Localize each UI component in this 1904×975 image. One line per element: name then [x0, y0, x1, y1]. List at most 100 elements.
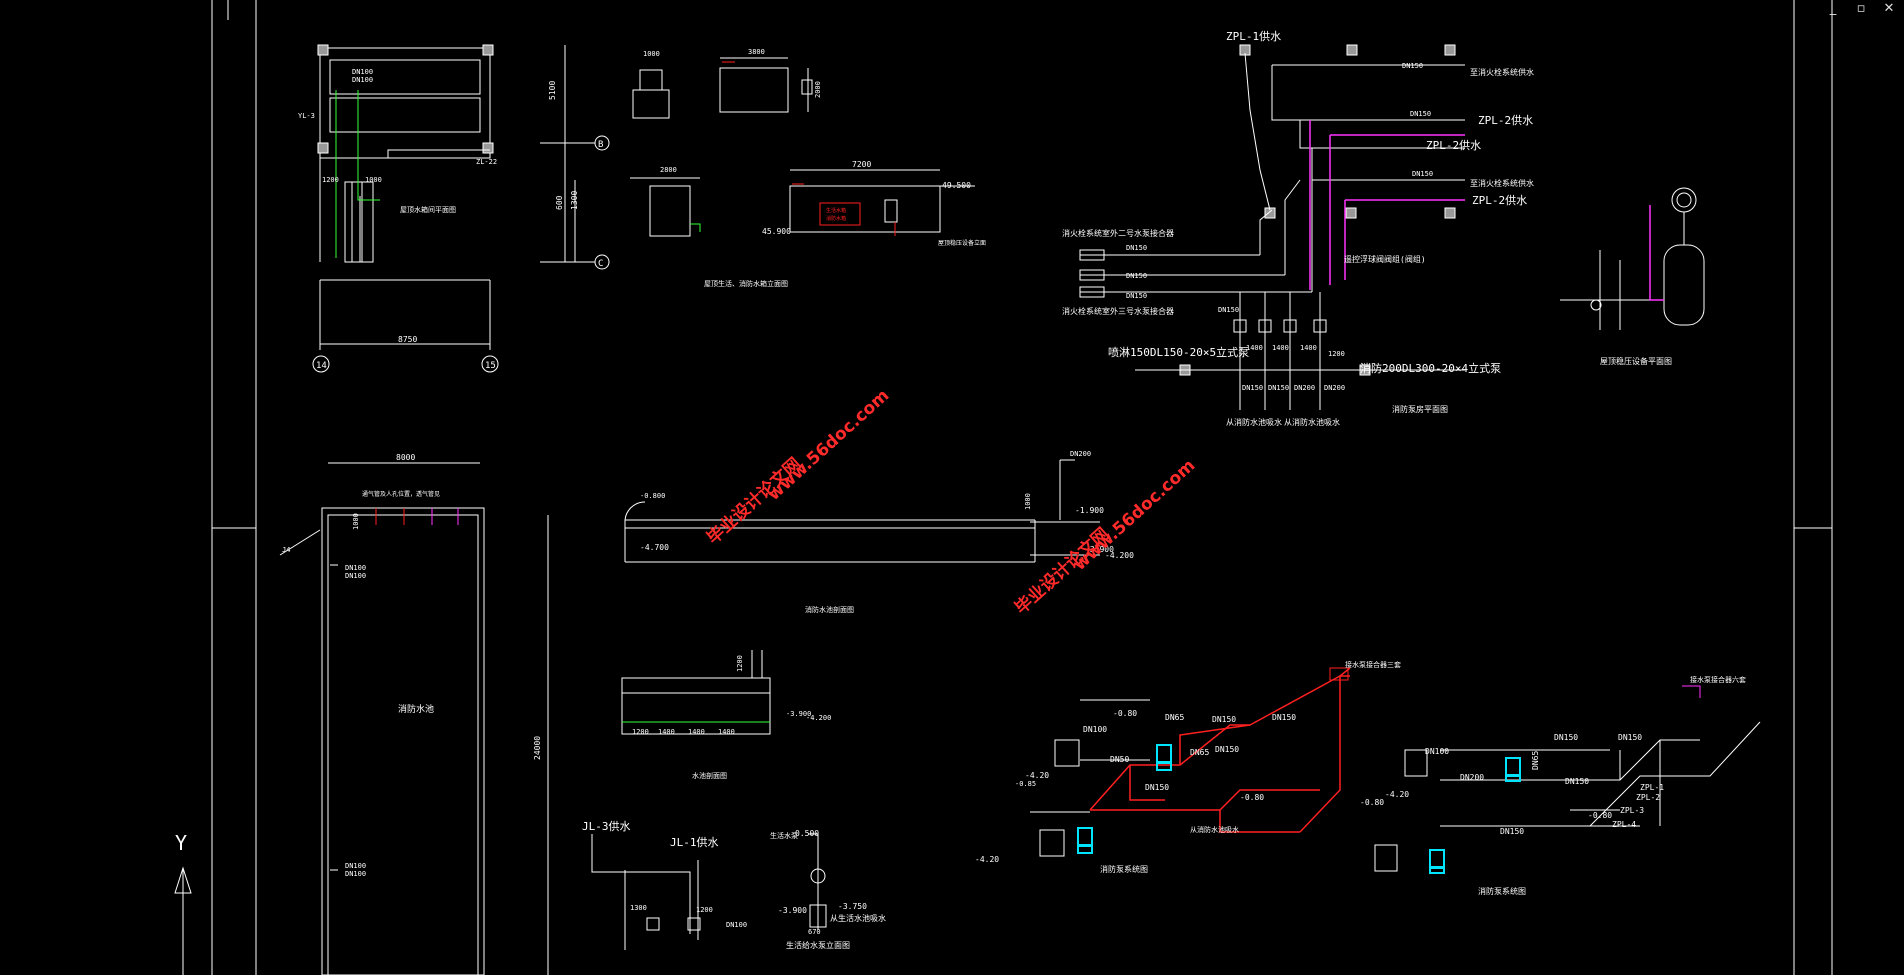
axon1-e4: -4.20: [975, 855, 999, 864]
bl-jl1: JL-1供水: [670, 835, 719, 849]
mid-note: 消防水池剖面图: [805, 605, 854, 614]
axon1-dn150a: DN150: [1212, 715, 1236, 724]
window-controls: _ ▫ ✕: [1824, 2, 1898, 16]
pump-zpl1: ZPL-1供水: [1226, 29, 1281, 43]
axon2-dn200: DN200: [1460, 773, 1484, 782]
section-title2: 屋顶稳压设备立面: [938, 239, 986, 247]
close-icon[interactable]: ✕: [1883, 1, 1895, 16]
bl-elev2: -3.900: [778, 906, 807, 915]
section-elev2: 45.900: [762, 227, 791, 236]
axon2-zpl3: ZPL-3: [1620, 806, 1644, 815]
pool-section-d1200-v: 1200: [736, 655, 744, 672]
pool-tag: J4: [282, 546, 290, 554]
bl-dn100: DN100: [726, 921, 747, 929]
pool-dn4: DN100: [345, 870, 366, 878]
plan-title: 屋顶水箱间平面图: [400, 205, 456, 214]
axon1-cyan-pumps: [1077, 744, 1172, 854]
axon1-title: 消防泵系统图: [1100, 864, 1148, 874]
axon1-dn50: DN50: [1110, 755, 1129, 764]
pump-dn150e: DN150: [1126, 272, 1147, 280]
detail-d3800: 3800: [748, 48, 765, 56]
axon1-dn65b: DN65: [1190, 748, 1209, 757]
axon1-e1: -0.80: [1113, 709, 1137, 718]
axon1-dn65a: DN65: [1165, 713, 1184, 722]
pump-dn150g: DN150: [1242, 384, 1263, 392]
pump-p1: DN150: [1218, 306, 1239, 314]
pump-dn200b: DN200: [1324, 384, 1345, 392]
mid-d1000: 1000: [1024, 493, 1032, 510]
pump-dn150h: DN150: [1268, 384, 1289, 392]
pool-section-elev2: -4.200: [806, 714, 831, 722]
pump-valve: 遥控浮球阀阀组(阀组): [1344, 254, 1426, 264]
axon2-cyan-pumps: [1429, 757, 1521, 874]
restore-icon[interactable]: ▫: [1856, 1, 1866, 16]
section-red-label1: 生活水箱: [826, 207, 846, 214]
axon2-title: 消防泵系统图: [1478, 886, 1526, 896]
axon2-e3: -0.80: [1588, 811, 1612, 820]
pool-d1000: 1000: [352, 513, 360, 530]
pump-dn150c: DN150: [1412, 170, 1433, 178]
minimize-icon[interactable]: _: [1829, 1, 1837, 16]
section-d2800: 2800: [660, 166, 677, 174]
bl-note: 生活水泵: [770, 831, 798, 840]
pump-dn150b: DN150: [1410, 110, 1431, 118]
ucs-icon: [174, 866, 192, 975]
axon1-e5: -0.85: [1015, 780, 1036, 788]
pool-dim-side: 24000: [533, 736, 542, 760]
ucs-y-label: Y: [175, 831, 187, 855]
axon2-dn150d: DN150: [1500, 827, 1524, 836]
plan-d1200: 1200: [322, 176, 339, 184]
pump-label-pump2: 消防200DL300-20×4立式泵: [1360, 361, 1501, 375]
small-detail: [632, 57, 813, 119]
bl-elev3: -3.750: [838, 902, 867, 911]
pool-section-elev1: -3.900: [786, 710, 811, 718]
pump-d1400a: 1400: [1246, 344, 1263, 352]
axon2-zpl2: ZPL-2: [1636, 793, 1660, 802]
pump-d1400c: 1400: [1300, 344, 1317, 352]
plan-d1000: 1000: [365, 176, 382, 184]
section-red-label2: 消防水箱: [826, 215, 846, 222]
pool-label: 消防水池: [398, 703, 434, 715]
pump-dn200a: DN200: [1294, 384, 1315, 392]
axon2-zpl4: ZPL-4: [1612, 820, 1636, 829]
plan-dim-right: 600: [555, 195, 564, 210]
detail-d1000: 1000: [643, 50, 660, 58]
pump-src2: 从消防水池吸水: [1284, 417, 1340, 427]
roof-section-red-box: [819, 202, 861, 226]
plan-tag-yl3: YL-3: [298, 112, 315, 120]
axon2-zpl1: ZPL-1: [1640, 783, 1664, 792]
axon2-dn150a: DN150: [1554, 733, 1578, 742]
pool-section-title: 水池剖面图: [692, 771, 727, 780]
pool-section-d1400a: 1400: [658, 728, 675, 736]
fire-pump-axon-1: [1030, 699, 1150, 857]
section-elev1: 49.500: [942, 181, 971, 190]
fire-pool-plan: [279, 462, 549, 975]
axon2-dn150c: DN150: [1565, 777, 1589, 786]
axon1-tag: 接水泵接合器三套: [1345, 660, 1401, 669]
pool-dim-top: 8000: [396, 453, 415, 462]
pool-section-d1400c: 1400: [718, 728, 735, 736]
pump-conn2: 消火栓系统室外三号水泵接合器: [1062, 306, 1174, 316]
plan-grid-b: B: [598, 140, 603, 150]
domestic-pump-detail: [591, 833, 827, 950]
plan-dim-right2: 1300: [570, 191, 579, 210]
pump-room-schematic: [1079, 44, 1465, 410]
pump-zpl2a: ZPL-2供水: [1478, 113, 1533, 127]
axon1-dn100: DN100: [1083, 725, 1107, 734]
plan-grid-c: C: [598, 259, 603, 269]
pump-src1: 从消防水池吸水: [1226, 417, 1282, 427]
mid-elev5: -0.800: [640, 492, 665, 500]
axon2-e1: -0.80: [1360, 798, 1384, 807]
pool-dn2: DN100: [345, 572, 366, 580]
plan-grid-14: 14: [316, 361, 327, 371]
plan-tag-zl22: ZL-22: [476, 158, 497, 166]
pool-dn3: DN100: [345, 862, 366, 870]
plan-dim-bottom: 8750: [398, 335, 417, 344]
pump-dn150f: DN150: [1126, 292, 1147, 300]
bl-src: 从生活水池吸水: [830, 913, 886, 923]
bl-d1300: 1300: [630, 904, 647, 912]
pool-section: [621, 650, 771, 735]
axon1-red-tag: [1329, 667, 1349, 681]
mid-elev3: -3.900: [1085, 545, 1114, 554]
